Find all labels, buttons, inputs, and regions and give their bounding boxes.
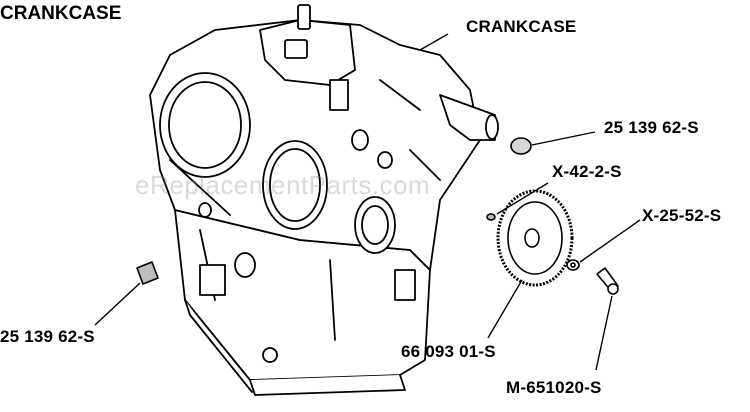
- leader-washer: [579, 219, 641, 263]
- port-hole: [262, 347, 278, 363]
- pin: [486, 213, 496, 221]
- label-pin: X-42-2-S: [552, 162, 622, 181]
- deck-detail: [329, 79, 349, 111]
- label-washer: X-25-52-S: [642, 206, 722, 225]
- screw-head: [607, 283, 619, 295]
- label-plug-right: 25 139 62-S: [604, 118, 699, 137]
- base-slot: [394, 269, 416, 301]
- base-edge: [184, 299, 253, 393]
- label-gear: 66 093 01-S: [401, 342, 496, 361]
- plug-right: [510, 137, 532, 155]
- leader-plug-right: [531, 131, 596, 146]
- port-hole: [351, 129, 369, 151]
- deck-detail: [284, 39, 308, 59]
- gear-center: [524, 228, 540, 248]
- leader-crankcase: [419, 33, 449, 51]
- leader-gear: [487, 279, 523, 339]
- plug-left: [136, 261, 159, 285]
- crankcase-base-foot: [249, 374, 406, 396]
- page-title: CRANKCASE: [0, 3, 122, 24]
- leader-pin: [496, 182, 549, 215]
- base-slot: [199, 264, 226, 296]
- watermark: eReplacementParts.com: [135, 170, 431, 200]
- crankcase-boss: [439, 94, 496, 141]
- boss-end: [485, 114, 499, 140]
- leader-screw: [595, 295, 613, 371]
- cylinder-bore-right-inner: [269, 148, 321, 222]
- label-screw: M-651020-S: [506, 378, 602, 397]
- port-hole: [198, 202, 212, 218]
- breather-tube: [297, 4, 311, 30]
- port-hole: [234, 252, 256, 278]
- bearing-bore-inner: [361, 205, 389, 245]
- washer-hole: [570, 262, 576, 268]
- label-crankcase: CRANKCASE: [466, 17, 577, 36]
- port-hole: [377, 151, 393, 169]
- leader-plug-left: [94, 282, 141, 326]
- cylinder-bore-left-inner: [168, 81, 242, 169]
- label-plug-left: 25 139 62-S: [0, 327, 95, 346]
- body-rib: [169, 79, 441, 341]
